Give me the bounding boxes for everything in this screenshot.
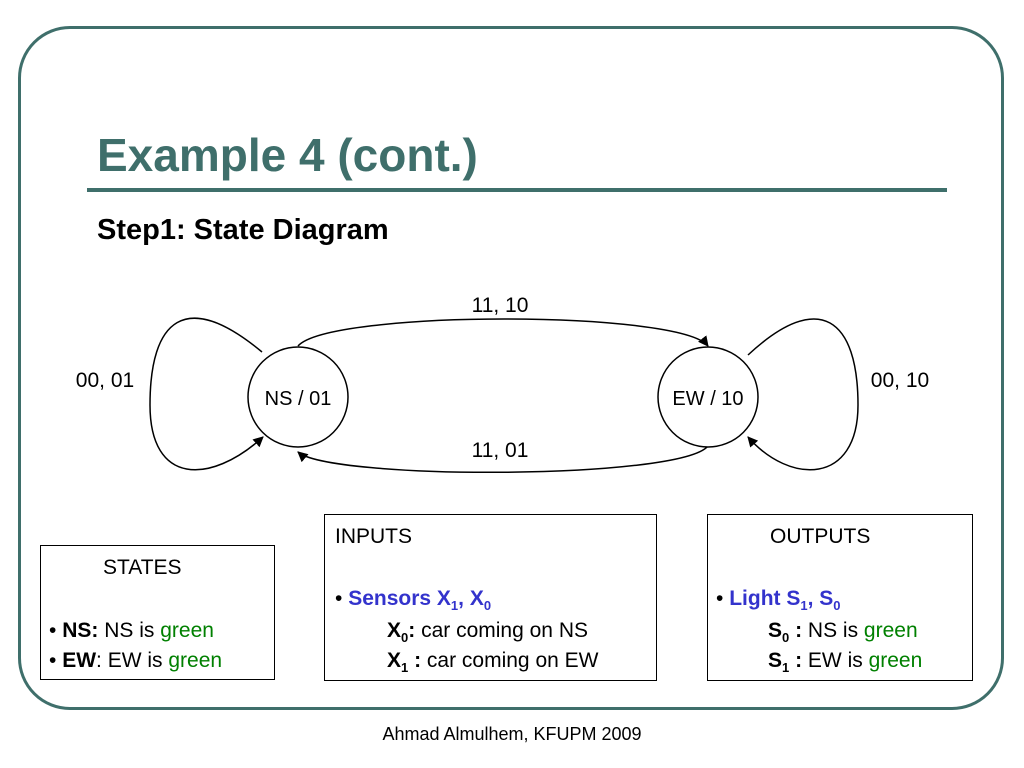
- states-key-ns: NS:: [62, 619, 99, 642]
- inputs-line-x1: X1 : car coming on EW: [387, 649, 598, 675]
- bullet: •: [335, 587, 343, 610]
- outputs-var-s0: S0 :: [768, 619, 803, 646]
- inputs-text-x1: car coming on EW: [421, 649, 599, 672]
- outputs-var-s1: S1 :: [768, 649, 803, 676]
- outputs-line-s0: S0 : NS is green: [768, 619, 918, 645]
- inputs-var-x1: X1 :: [387, 649, 422, 676]
- outputs-text-s1: EW is: [802, 649, 869, 672]
- title-underline: [87, 188, 947, 192]
- state-ns-label: NS / 01: [265, 388, 332, 410]
- outputs-line-s1: S1 : EW is green: [768, 649, 922, 675]
- transition-ns-to-ew: [297, 318, 709, 347]
- inputs-title-main: Sensors X1, X0: [348, 587, 492, 614]
- inputs-var-x0: X0:: [387, 619, 416, 646]
- transition-ew-self: [747, 318, 859, 471]
- transition-label-ew-to-ns: 11, 01: [472, 439, 529, 462]
- outputs-text-s0: NS is: [802, 619, 864, 642]
- slide-title: Example 4 (cont.): [97, 129, 478, 181]
- bullet: •: [49, 619, 57, 642]
- states-highlight-ns: green: [160, 619, 214, 642]
- slide-footer: Ahmad Almulhem, KFUPM 2009: [382, 724, 642, 744]
- outputs-highlight-s1: green: [868, 649, 923, 672]
- outputs-heading: OUTPUTS: [770, 525, 871, 548]
- states-heading: STATES: [103, 556, 182, 579]
- transition-ew-to-ns: [297, 445, 709, 474]
- inputs-heading: INPUTS: [335, 525, 413, 548]
- outputs-highlight-s0: green: [863, 619, 918, 642]
- slide-subtitle: Step1: State Diagram: [97, 214, 389, 246]
- inputs-box: INPUTS • Sensors X1, X0 X0: car coming o…: [324, 514, 657, 681]
- outputs-title: • Light S1, S0: [716, 587, 841, 613]
- outputs-title-main: Light S1, S0: [729, 587, 841, 614]
- states-item-ew: • EW: EW is green: [49, 649, 222, 673]
- transition-label-ew-self: 00, 10: [871, 369, 929, 392]
- inputs-text-x0: car coming on NS: [415, 619, 588, 642]
- states-text-ns: NS is: [98, 619, 161, 642]
- state-ns-node: [247, 346, 349, 448]
- states-box: STATES • NS: NS is green • EW: EW is gre…: [40, 545, 275, 680]
- bullet: •: [49, 649, 57, 672]
- slide-frame: [18, 26, 1004, 710]
- transition-ns-self: [149, 317, 264, 471]
- states-highlight-ew: green: [168, 649, 223, 672]
- outputs-box: OUTPUTS • Light S1, S0 S0 : NS is green …: [707, 514, 973, 681]
- inputs-line-x0: X0: car coming on NS: [387, 619, 588, 645]
- states-text-ew: : EW is: [96, 649, 169, 672]
- states-key-ew: EW: [62, 649, 97, 672]
- state-ew-label: EW / 10: [672, 388, 743, 410]
- states-item-ns: • NS: NS is green: [49, 619, 214, 643]
- state-ew-node: [657, 346, 759, 448]
- inputs-title: • Sensors X1, X0: [335, 587, 491, 613]
- bullet: •: [716, 587, 724, 610]
- transition-label-ns-to-ew: 11, 10: [472, 294, 529, 317]
- transition-label-ns-self: 00, 01: [76, 369, 134, 392]
